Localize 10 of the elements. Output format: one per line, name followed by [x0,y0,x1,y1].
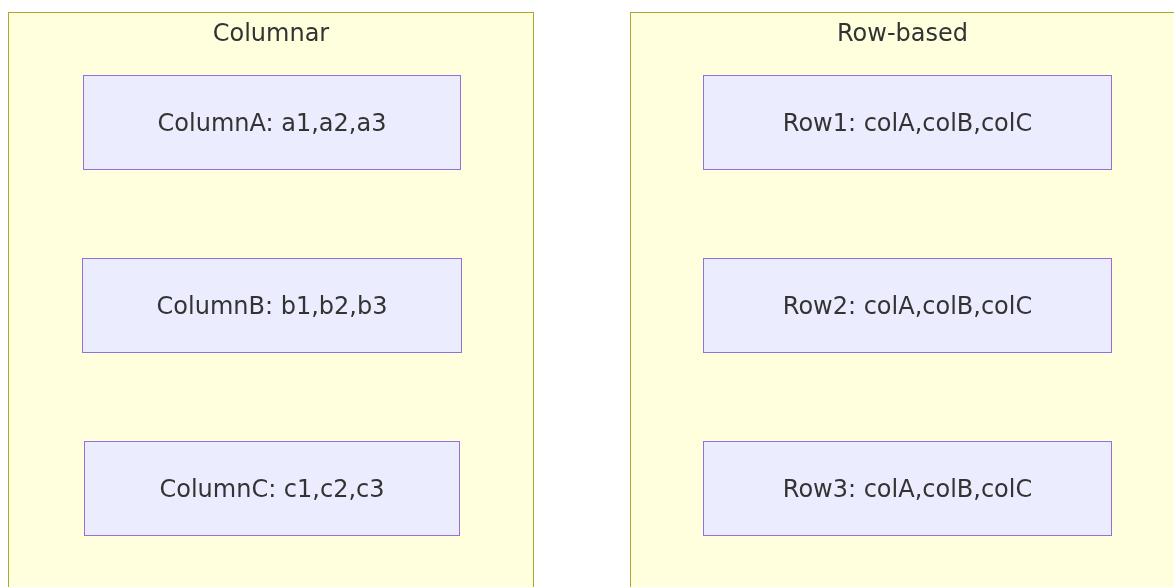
process-box: ColumnB: b1,b2,b3 [82,258,462,353]
process-box: ColumnA: a1,a2,a3 [83,75,461,170]
group-title: Row-based [836,19,969,47]
group-container [8,12,534,587]
process-box: Row2: colA,colB,colC [703,258,1112,353]
process-box: ColumnC: c1,c2,c3 [84,441,460,536]
group-container [630,12,1174,587]
process-box: Row3: colA,colB,colC [703,441,1112,536]
group-title: Columnar [211,19,331,47]
process-box: Row1: colA,colB,colC [703,75,1112,170]
